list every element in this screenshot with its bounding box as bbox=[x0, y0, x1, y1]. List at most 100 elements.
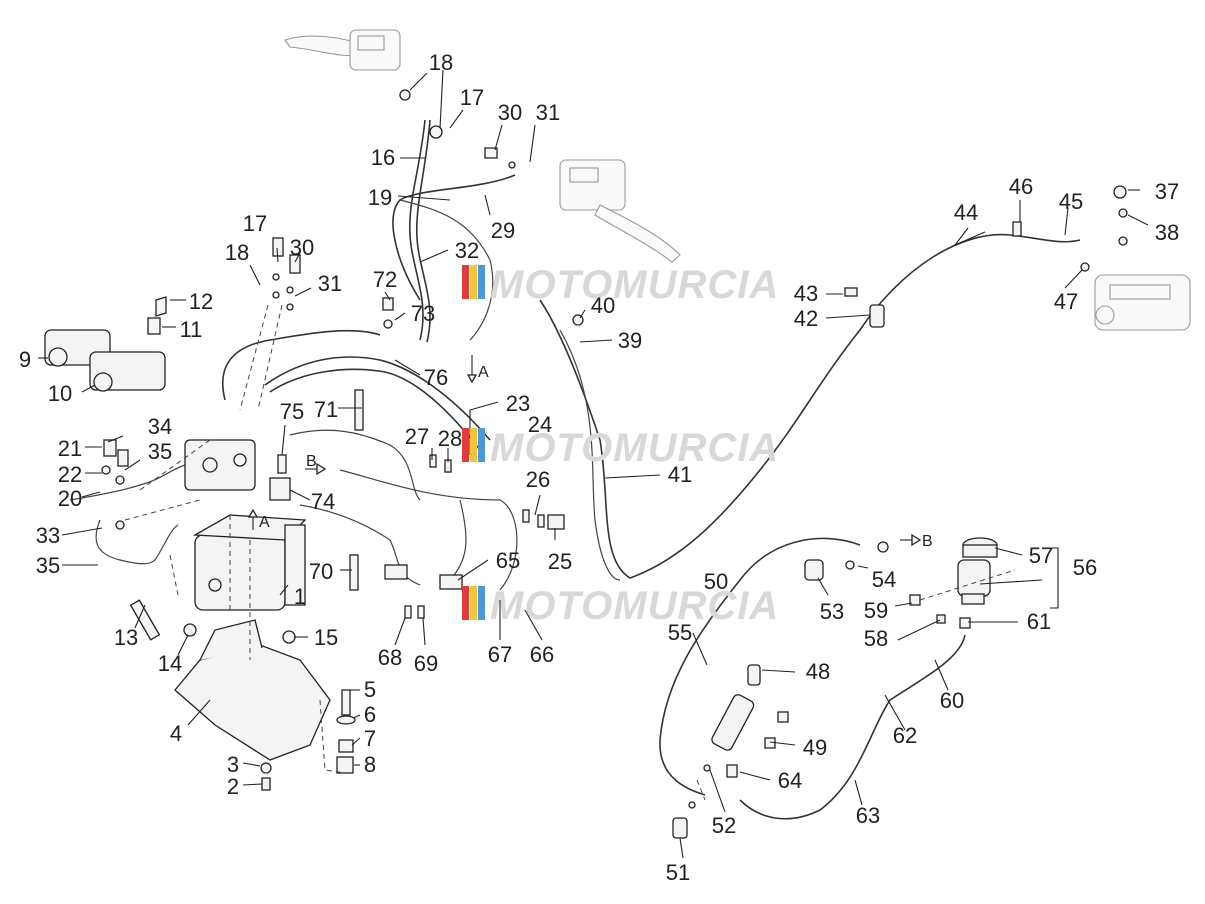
callout-52: 52 bbox=[712, 813, 736, 838]
callout-38: 38 bbox=[1155, 220, 1179, 245]
callout-63: 63 bbox=[856, 803, 880, 828]
assembly-guides bbox=[124, 304, 1016, 801]
watermark-top: MOTOMURCIA bbox=[462, 263, 779, 307]
flow-marker-a-abs: A bbox=[259, 514, 270, 531]
abs-modulator bbox=[192, 514, 307, 611]
callout-74: 74 bbox=[311, 489, 335, 514]
flow-marker-b-right: B bbox=[922, 533, 933, 550]
brake-fluid-reservoir bbox=[957, 537, 998, 605]
callout-14: 14 bbox=[158, 651, 182, 676]
front-master-cylinder bbox=[284, 29, 401, 71]
callout-39: 39 bbox=[618, 328, 642, 353]
callout-24: 24 bbox=[528, 412, 552, 437]
abs-valve-block bbox=[184, 439, 256, 491]
callout-19: 19 bbox=[368, 185, 392, 210]
watermark-middle: MOTOMURCIA bbox=[462, 426, 778, 470]
callout-30: 30 bbox=[498, 100, 522, 125]
callout-17: 17 bbox=[460, 85, 484, 110]
callout-66: 66 bbox=[530, 642, 554, 667]
callout-4: 4 bbox=[170, 721, 182, 746]
callout-47: 47 bbox=[1054, 289, 1078, 314]
callout-68: 68 bbox=[378, 645, 402, 670]
callout-72: 72 bbox=[373, 267, 397, 292]
flow-marker-a-top: A bbox=[478, 364, 489, 381]
rear-master-cylinder-48 bbox=[711, 664, 761, 751]
callout-27: 27 bbox=[405, 424, 429, 449]
callout-76: 76 bbox=[424, 365, 448, 390]
brake-hoses bbox=[69, 119, 1081, 820]
callout-17: 17 bbox=[243, 211, 267, 236]
callout-2: 2 bbox=[227, 774, 239, 799]
callout-6: 6 bbox=[364, 702, 376, 727]
flow-markers: A B A B bbox=[247, 355, 933, 550]
stripe-yellow bbox=[470, 265, 477, 299]
watermark-text: MOTOMURCIA bbox=[490, 584, 779, 628]
callout-23: 23 bbox=[506, 391, 530, 416]
callout-35: 35 bbox=[36, 553, 60, 578]
callout-29: 29 bbox=[491, 218, 515, 243]
callout-20: 20 bbox=[58, 486, 82, 511]
callout-49: 49 bbox=[803, 735, 827, 760]
splitter-block-10 bbox=[89, 351, 166, 392]
small-hardware bbox=[101, 89, 1128, 839]
callout-40: 40 bbox=[591, 293, 615, 318]
callout-15: 15 bbox=[314, 625, 338, 650]
callout-48: 48 bbox=[806, 659, 830, 684]
callout-31: 31 bbox=[536, 100, 560, 125]
callout-28: 28 bbox=[438, 426, 462, 451]
callout-26: 26 bbox=[526, 467, 550, 492]
callout-64: 64 bbox=[778, 768, 802, 793]
stripe-blue bbox=[478, 265, 485, 299]
callout-53: 53 bbox=[820, 599, 844, 624]
callout-7: 7 bbox=[364, 726, 376, 751]
abs-bracket bbox=[174, 619, 331, 761]
callout-18: 18 bbox=[429, 50, 453, 75]
callout-55: 55 bbox=[668, 620, 692, 645]
callout-57: 57 bbox=[1029, 543, 1053, 568]
callout-61: 61 bbox=[1027, 609, 1051, 634]
callout-18: 18 bbox=[225, 240, 249, 265]
callout-21: 21 bbox=[58, 436, 82, 461]
callout-75: 75 bbox=[280, 399, 304, 424]
callout-3: 3 bbox=[227, 752, 239, 777]
callout-41: 41 bbox=[668, 462, 692, 487]
watermark-bottom: MOTOMURCIA bbox=[462, 584, 779, 628]
callout-34: 34 bbox=[148, 414, 172, 439]
callout-65: 65 bbox=[496, 548, 520, 573]
leader-lines bbox=[38, 69, 1149, 859]
callout-35: 35 bbox=[148, 439, 172, 464]
callout-8: 8 bbox=[364, 752, 376, 777]
callout-51: 51 bbox=[666, 860, 690, 885]
callout-37: 37 bbox=[1155, 179, 1179, 204]
callout-58: 58 bbox=[864, 626, 888, 651]
callout-67: 67 bbox=[488, 642, 512, 667]
flow-marker-b-left: B bbox=[306, 453, 317, 470]
callout-69: 69 bbox=[414, 651, 438, 676]
callout-10: 10 bbox=[48, 381, 72, 406]
callout-45: 45 bbox=[1059, 189, 1083, 214]
callout-50: 50 bbox=[704, 569, 728, 594]
callout-44: 44 bbox=[954, 200, 978, 225]
callout-46: 46 bbox=[1009, 174, 1033, 199]
callout-12: 12 bbox=[189, 289, 213, 314]
callout-42: 42 bbox=[794, 306, 818, 331]
callout-60: 60 bbox=[940, 688, 964, 713]
callout-11: 11 bbox=[180, 317, 203, 342]
stripe-red bbox=[462, 265, 469, 299]
watermark-text: MOTOMURCIA bbox=[490, 263, 779, 307]
callout-62: 62 bbox=[893, 723, 917, 748]
callout-59: 59 bbox=[864, 598, 888, 623]
callout-71: 71 bbox=[314, 397, 338, 422]
callout-22: 22 bbox=[58, 462, 82, 487]
callout-13: 13 bbox=[114, 625, 138, 650]
callout-31: 31 bbox=[318, 271, 342, 296]
callout-16: 16 bbox=[371, 145, 395, 170]
callout-30: 30 bbox=[290, 235, 314, 260]
callout-73: 73 bbox=[411, 301, 435, 326]
callout-70: 70 bbox=[309, 559, 333, 584]
callout-54: 54 bbox=[872, 567, 896, 592]
rear-master-cylinder bbox=[559, 159, 681, 263]
